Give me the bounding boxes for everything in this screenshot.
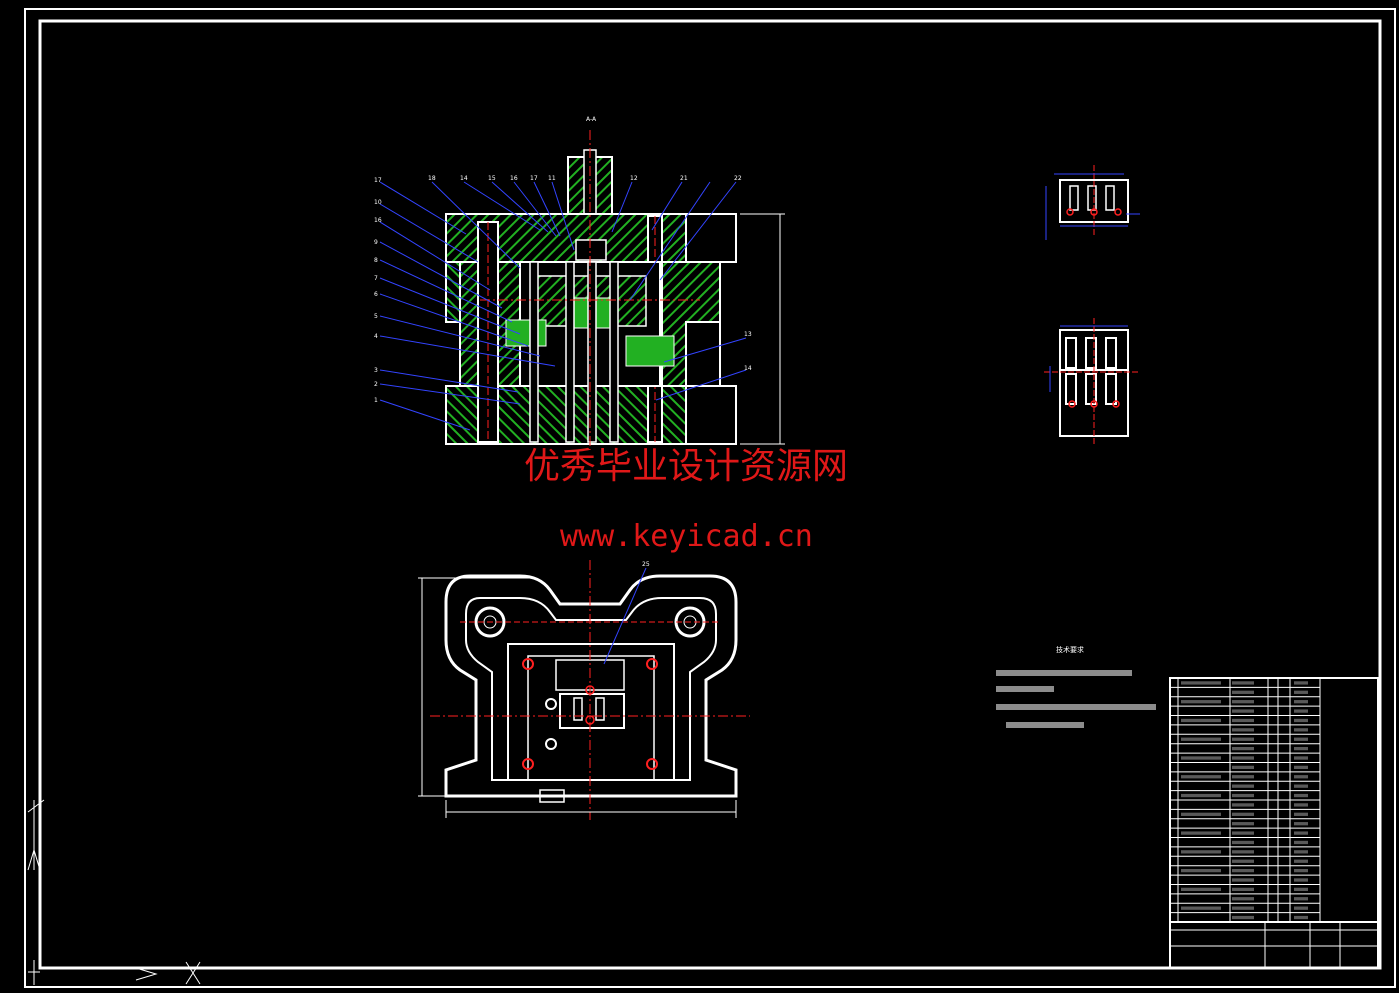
balloon: 10 (374, 199, 382, 206)
balloon: 9 (374, 239, 378, 246)
ucs-icon (27, 799, 201, 985)
svg-text:11: 11 (548, 175, 556, 182)
balloon: 17 (374, 177, 382, 184)
balloon-numbers-left: 17 10 16 9 8 7 6 5 4 3 2 1 (374, 177, 382, 404)
balloon: 4 (374, 333, 378, 340)
balloon: 3 (374, 367, 378, 374)
svg-text:12: 12 (630, 175, 638, 182)
svg-text:18: 18 (428, 175, 436, 182)
balloon: 1 (374, 397, 378, 404)
detail-view-a[interactable] (1045, 165, 1140, 240)
balloon: 6 (374, 291, 378, 298)
detail-view-b[interactable] (1044, 318, 1140, 445)
leader-lines-right (611, 181, 747, 401)
balloon-numbers-right: 13 14 (744, 331, 752, 372)
balloon: 8 (374, 257, 378, 264)
balloon: 25 (642, 561, 650, 568)
svg-text:17: 17 (530, 175, 538, 182)
svg-text:14: 14 (460, 175, 468, 182)
svg-text:21: 21 (680, 175, 688, 182)
svg-text:22: 22 (734, 175, 742, 182)
watermark-url: www.keyicad.cn (560, 519, 813, 554)
svg-text:16: 16 (510, 175, 518, 182)
section-label: A-A (586, 116, 597, 123)
tech-requirements: 技术要求 (996, 645, 1156, 728)
balloon-numbers-top: 18 14 15 16 17 11 12 21 22 (428, 175, 742, 182)
balloon: 2 (374, 381, 378, 388)
svg-text:13: 13 (744, 331, 752, 338)
svg-text:14: 14 (744, 365, 752, 372)
section-view[interactable]: A-A (374, 116, 785, 450)
balloon: 16 (374, 217, 382, 224)
leader-lines-left (379, 181, 575, 431)
inner-frame (38, 19, 1382, 970)
parts-list-table (1169, 677, 1379, 969)
plan-view[interactable]: 25 (418, 560, 750, 820)
outer-frame (24, 8, 1396, 988)
balloon: 5 (374, 313, 378, 320)
watermark-cn: 优秀毕业设计资源网 (524, 446, 848, 487)
balloon: 7 (374, 275, 378, 282)
tech-title: 技术要求 (1056, 645, 1084, 654)
svg-text:15: 15 (488, 175, 496, 182)
